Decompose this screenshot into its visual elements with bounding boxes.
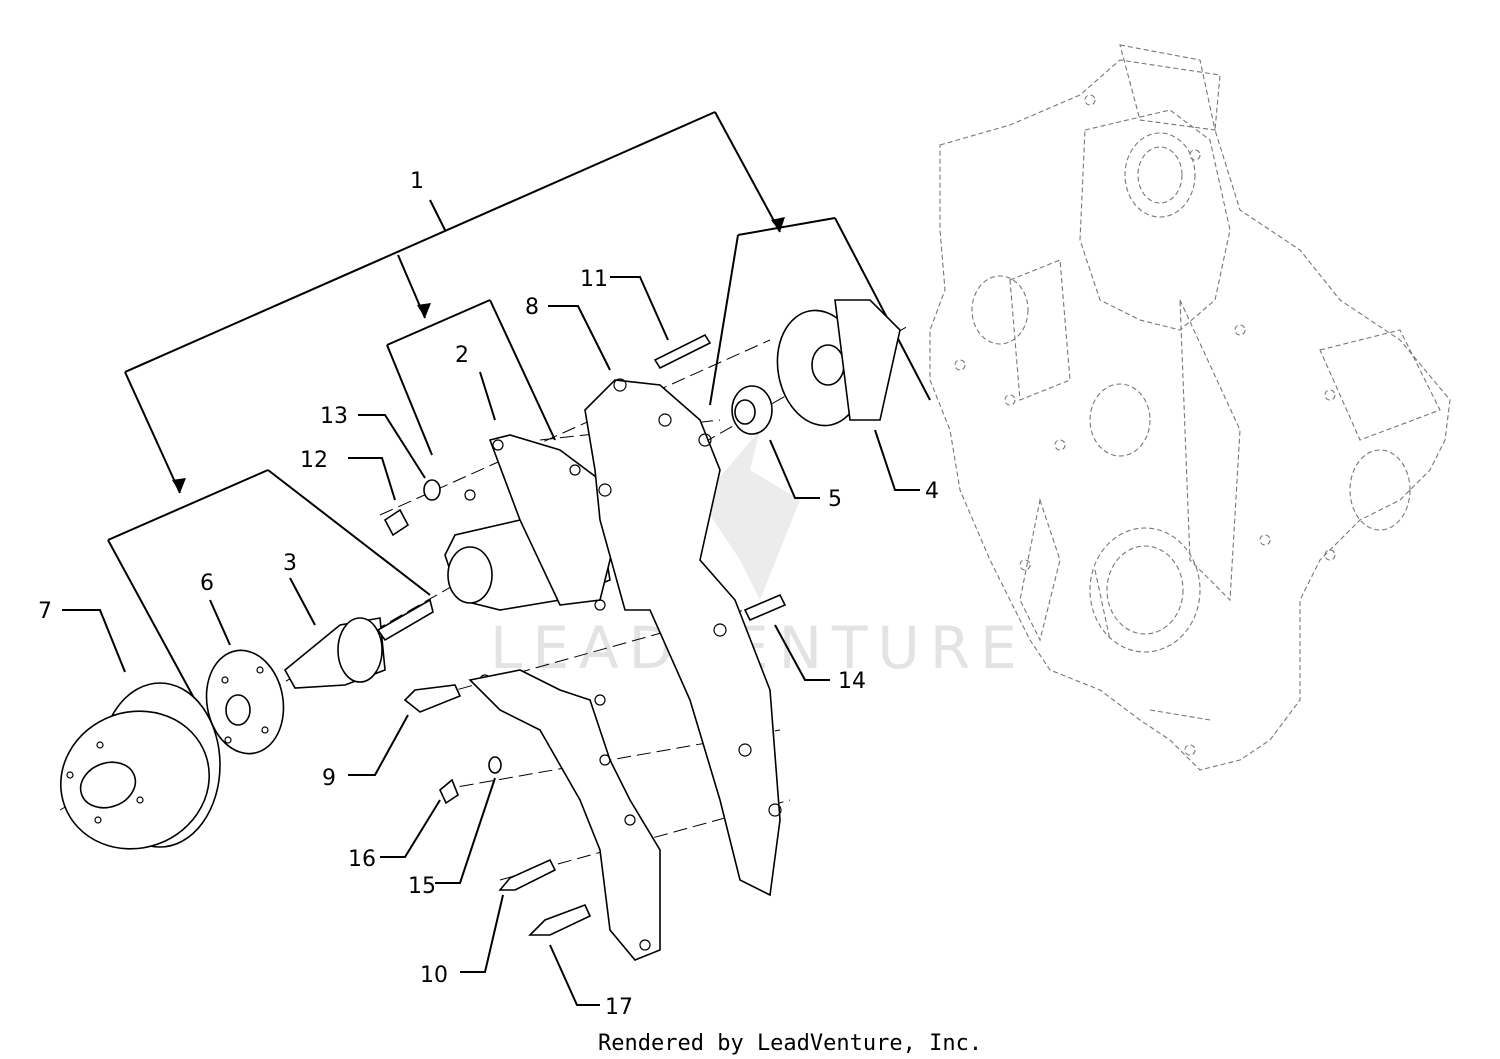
callout-leaders (62, 276, 920, 1006)
callout-7: 7 (38, 599, 52, 624)
callout-2: 2 (455, 343, 469, 368)
seal (731, 385, 773, 435)
callout-5: 5 (828, 487, 842, 512)
callout-10: 10 (420, 963, 448, 988)
engine-front-cover (929, 44, 1451, 771)
callout-12: 12 (300, 448, 328, 473)
callout-13: 13 (320, 404, 348, 429)
callout-11: 11 (580, 267, 608, 292)
callout-4: 4 (925, 479, 939, 504)
impeller (776, 299, 901, 427)
callout-16: 16 (348, 847, 376, 872)
callout-14: 14 (838, 669, 866, 694)
footer-credit: Rendered by LeadVenture, Inc. (598, 1031, 982, 1056)
impeller-bracket (709, 217, 931, 406)
callout-15: 15 (408, 874, 436, 899)
callout-17: 17 (605, 995, 633, 1020)
callout-3: 3 (283, 551, 297, 576)
callout-8: 8 (525, 295, 539, 320)
callout-6: 6 (200, 571, 214, 596)
hub (205, 649, 285, 755)
callout-9: 9 (322, 766, 336, 791)
back-plate (468, 669, 661, 961)
hardware (383, 333, 787, 936)
pump-housing (444, 434, 616, 686)
pulley-bracket (107, 469, 431, 701)
callout-1: 1 (410, 169, 424, 194)
shaft-bearing (283, 598, 434, 689)
gasket (584, 378, 782, 897)
pulley (59, 682, 221, 850)
assembly-bracket (124, 111, 785, 494)
callout-labels: 1 2 3 4 5 6 7 8 9 10 11 12 13 14 15 16 1… (38, 169, 939, 1020)
housing-bracket (386, 299, 556, 456)
